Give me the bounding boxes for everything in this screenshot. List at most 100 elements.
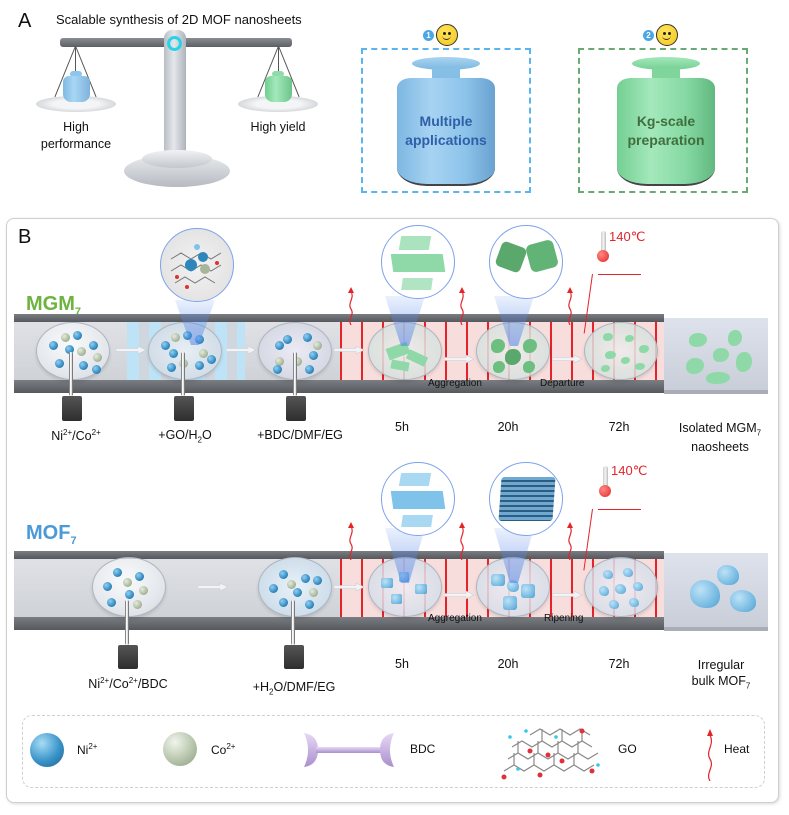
magnifier-go-complex	[160, 228, 234, 302]
step-label-go-water: +GO/H2O	[158, 428, 212, 445]
step-label-ni-co-bdc: Ni2+/Co2+/BDC	[88, 676, 168, 692]
heat-wave-icon	[567, 287, 573, 325]
pivot-ring-icon	[167, 36, 182, 51]
number-badge-2: 2	[643, 30, 654, 41]
dispenser-arm	[293, 352, 297, 396]
legend-label-bdc: BDC	[410, 742, 436, 756]
conveyor-rail-top	[14, 314, 294, 322]
heat-wave-icon	[348, 287, 354, 325]
balance-post	[164, 30, 186, 180]
left-pan-label-2: performance	[40, 137, 112, 151]
weight-neck	[652, 68, 680, 80]
mgm-name: MGM	[26, 293, 75, 315]
smiley-icon	[436, 24, 458, 46]
arrow-right-icon	[444, 591, 474, 599]
callout-line	[598, 274, 641, 275]
right-pan-label: High yield	[250, 120, 306, 134]
legend-label-ni: Ni2+	[77, 742, 98, 757]
co-sphere-icon	[163, 732, 197, 766]
thermometer-icon	[601, 231, 606, 253]
graphene-oxide-icon	[170, 244, 222, 289]
heated-rail-top	[294, 314, 664, 322]
dispenser-arm	[181, 352, 185, 396]
petri-dish-2	[258, 557, 332, 617]
smiley-icon	[656, 24, 678, 46]
petri-dish-2	[148, 322, 222, 380]
dispenser-arm	[291, 600, 295, 645]
pump-icon	[174, 396, 194, 421]
arrow-right-icon	[116, 346, 146, 354]
legend-label-co: Co2+	[211, 742, 236, 757]
bdc-linker-icon	[304, 733, 394, 767]
time-label-20h: 20h	[497, 657, 519, 671]
small-green-weight-icon	[265, 76, 292, 102]
petri-dish-72h	[584, 322, 658, 380]
number-badge-1: 1	[423, 30, 434, 41]
time-label-5h: 5h	[395, 420, 409, 434]
mgm-subscript: 7	[74, 306, 82, 318]
small-blue-weight-icon	[63, 76, 90, 102]
right-pan	[238, 96, 318, 112]
legend-label-heat: Heat	[724, 742, 750, 756]
legend-label-go: GO	[618, 742, 637, 756]
weight-kg-scale: Kg-scale preparation	[617, 78, 715, 186]
balance-base-top	[142, 150, 212, 168]
step-label-water-dmf-eg: +H2O/DMF/EG	[252, 680, 336, 697]
mof-title: MOF7	[26, 522, 77, 547]
arrow-right-icon	[334, 583, 364, 591]
thermometer-bulb	[597, 250, 609, 262]
temperature-label: 140℃	[609, 229, 646, 244]
step-label-bdc-dmf-eg: +BDC/DMF/EG	[257, 428, 343, 442]
time-label-5h: 5h	[395, 657, 409, 671]
small-weight-top	[70, 71, 82, 77]
weight-text-1: Kg-scale	[636, 113, 696, 130]
arrow-right-icon	[552, 355, 582, 363]
heat-wave-icon	[459, 522, 465, 560]
arrow-right-icon	[444, 355, 474, 363]
petri-dish-1	[92, 557, 166, 617]
petri-dish-72h	[584, 557, 658, 617]
panel-a-letter: A	[18, 10, 32, 32]
weight-text-2: preparation	[627, 132, 705, 148]
time-label-20h: 20h	[497, 420, 519, 434]
petri-dish-1	[36, 322, 110, 380]
left-pan-label-1: High	[63, 120, 89, 134]
ni-sphere-icon	[30, 733, 64, 767]
conveyor-rail-bottom	[14, 617, 664, 630]
pump-icon	[62, 396, 82, 421]
transition-label-aggregation: Aggregation	[428, 613, 482, 624]
heat-wave-icon	[707, 729, 713, 781]
transition-label-aggregation: Aggregation	[428, 378, 482, 389]
heat-wave-icon	[567, 522, 573, 560]
magnifier-blue-sheets	[381, 462, 455, 536]
weight-text-2: applications	[405, 132, 487, 148]
mof-name: MOF	[26, 522, 71, 544]
pump-icon	[118, 645, 138, 669]
weight-cap	[632, 57, 700, 70]
magnifier-aggregates	[489, 225, 563, 299]
arrow-right-icon	[198, 583, 228, 591]
step-label-ni-co: Ni2+/Co2+	[51, 428, 101, 444]
callout-line	[598, 509, 641, 510]
dispenser-arm	[69, 352, 73, 396]
heat-wave-icon	[348, 522, 354, 560]
arrow-right-icon	[226, 346, 256, 354]
left-pan	[36, 96, 116, 112]
conveyor-rail-top	[14, 551, 664, 559]
arrow-right-icon	[334, 346, 364, 354]
transition-label-ripening: Ripening	[544, 613, 584, 624]
heated-rail-bottom	[294, 380, 664, 393]
dispenser-arm	[125, 600, 129, 645]
pump-icon	[286, 396, 306, 421]
magnifier-nanosheets	[381, 225, 455, 299]
transition-label-departure: Departure	[540, 378, 585, 389]
arrow-right-icon	[552, 591, 582, 599]
panel-a-title: Scalable synthesis of 2D MOF nanosheets	[56, 12, 302, 27]
graphene-oxide-icon	[501, 728, 600, 780]
time-label-72h: 72h	[608, 420, 630, 434]
pump-icon	[284, 645, 304, 669]
heat-wave-icon	[459, 287, 465, 325]
